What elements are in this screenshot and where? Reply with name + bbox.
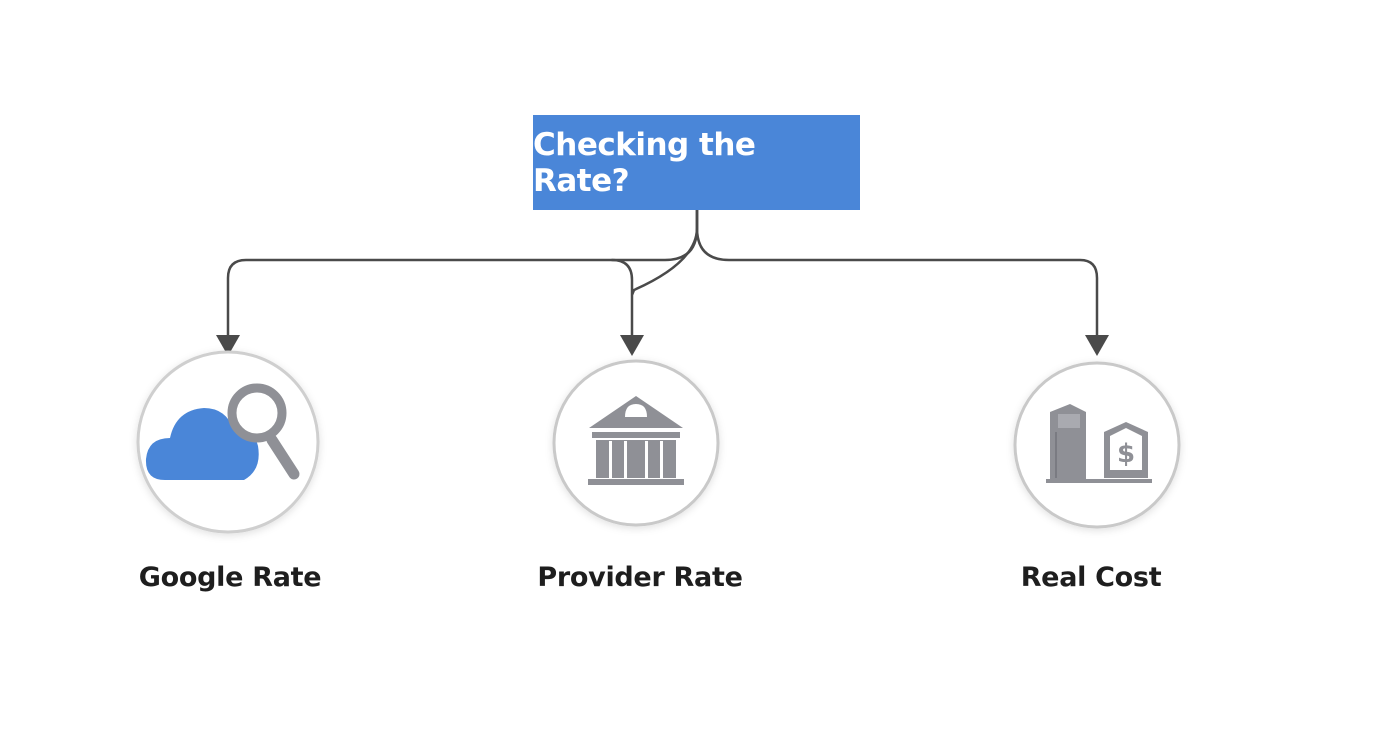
real-cost-label: Real Cost (1020, 562, 1162, 593)
connector-google-rate (226, 208, 699, 339)
provider-rate-label: Provider Rate (537, 562, 743, 593)
real-cost-circle (1013, 361, 1181, 529)
connector-real-cost (695, 208, 1099, 339)
connectors (226, 208, 1099, 339)
arrowhead-provider-rate (620, 335, 644, 356)
building-dollar-icon: $ (1046, 404, 1152, 483)
bank-building-icon (588, 396, 684, 485)
root-node: Checking the Rate? (533, 115, 860, 210)
cloud-search-icon (145, 383, 300, 480)
arrowhead-google-rate (216, 335, 240, 356)
root-label: Checking the Rate? (533, 126, 756, 199)
arrowheads (216, 335, 1109, 356)
google-rate-label: Google Rate (138, 562, 322, 593)
arrowhead-real-cost (1085, 335, 1109, 356)
connector-provider-rate (610, 208, 699, 339)
svg-text:$: $ (1117, 439, 1135, 469)
